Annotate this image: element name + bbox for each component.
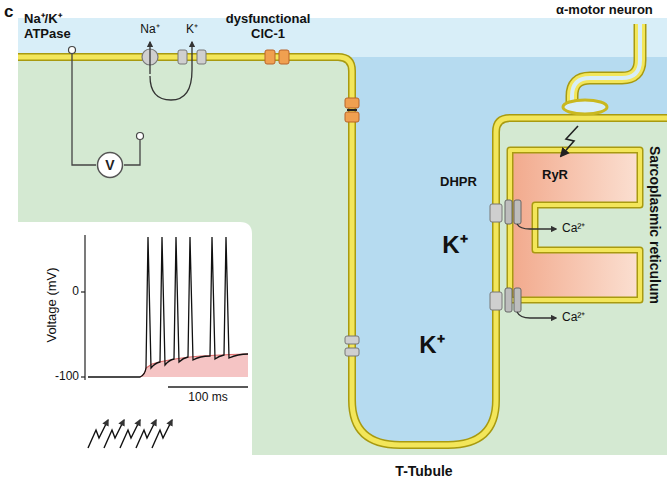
ion-label: K⁺	[186, 23, 198, 37]
ion-channel	[345, 336, 359, 356]
inset-panel	[0, 222, 252, 470]
stimulus-arrows	[120, 420, 140, 448]
clc1-channel	[345, 98, 359, 108]
ryr-channel	[514, 200, 521, 224]
stimulus-arrows	[88, 420, 172, 448]
voltage-trace	[88, 237, 248, 377]
scale-bar	[168, 386, 248, 387]
ion-label: K⁺	[419, 331, 444, 359]
ion-label: Ca²⁺	[562, 222, 585, 236]
sarcoplasmic-reticulum	[510, 150, 640, 300]
stimulus-arrows	[104, 420, 124, 448]
potassium-channel	[197, 50, 206, 64]
neuron-label: α-motor neuron	[556, 3, 653, 18]
clc1-channel	[265, 50, 359, 122]
extracellular-space	[18, 18, 667, 57]
motor-neuron	[563, 24, 640, 114]
sarcolemma-membrane	[18, 57, 667, 445]
meter-symbol: V	[105, 157, 114, 173]
clc1-channel	[279, 50, 289, 64]
channel-label: DHPR	[440, 175, 477, 190]
motor-neuron	[572, 24, 640, 102]
axis-title: Voltage (mV)	[45, 267, 60, 342]
sarcoplasmic-reticulum	[510, 150, 640, 300]
voltage-trace	[88, 237, 248, 377]
tick-label: 0	[72, 285, 79, 299]
ion-label: K⁺	[442, 231, 467, 259]
channel-label: dysfunctional ClC-1	[218, 12, 318, 42]
dhpr-channel	[490, 204, 502, 222]
scale-label: 100 ms	[188, 391, 227, 405]
clc1-channel	[265, 50, 275, 64]
voltmeter-outline	[98, 153, 123, 178]
plot-axis	[81, 291, 85, 292]
stimulus-arrows	[88, 420, 108, 448]
dhpr-channel	[490, 204, 502, 310]
motor-neuron	[572, 24, 640, 104]
plot-axis	[84, 235, 85, 380]
nerve-impulse-symbol	[561, 126, 578, 156]
voltmeter-wire	[69, 47, 144, 166]
ryr-channel	[505, 200, 512, 224]
calcium-release-arrow	[517, 312, 556, 318]
plot-axis	[81, 376, 85, 377]
nerve-impulse-symbol	[561, 126, 578, 156]
na-k-atpase-pump	[142, 42, 192, 100]
channel-label: RyR	[542, 168, 568, 183]
panel-letter: c	[4, 2, 13, 22]
scale-bar	[168, 387, 248, 388]
ion-channel	[345, 348, 359, 356]
tick-label: -100	[55, 370, 79, 384]
ryr-channel	[505, 288, 512, 312]
node-text-holder: V	[96, 151, 124, 179]
calcium-release-arrow	[517, 224, 556, 318]
sarcolemma-membrane	[18, 57, 667, 445]
motor-neuron	[563, 100, 607, 114]
clc1-channel	[345, 112, 359, 122]
sarcolemma-membrane	[18, 57, 667, 445]
stimulus-arrows	[136, 420, 156, 448]
na-k-atpase-pump	[150, 42, 192, 100]
ion-label: Na⁺	[140, 23, 159, 37]
ryr-channel	[514, 288, 521, 312]
pump-label: Na⁺/K⁺ ATPase	[24, 12, 94, 42]
structure-label: T-Tubule	[395, 463, 452, 479]
inset-panel	[0, 222, 252, 470]
ion-channel	[345, 336, 359, 344]
sarcoplasmic-reticulum	[510, 150, 640, 300]
plot-axis	[81, 235, 85, 380]
stimulus-arrows	[152, 420, 172, 448]
ryr-channel	[505, 200, 521, 312]
voltmeter-circle: V	[96, 151, 124, 179]
voltmeter-wire	[124, 140, 140, 165]
dhpr-channel	[490, 292, 502, 310]
na-k-atpase-pump	[149, 42, 150, 74]
voltmeter-wire	[69, 47, 76, 54]
potassium-channel	[178, 50, 206, 64]
calcium-release-arrow	[517, 224, 556, 229]
ion-label: Ca²⁺	[562, 311, 585, 325]
potassium-channel	[178, 50, 187, 64]
organelle-label: Sarcoplasmic reticulum	[647, 146, 663, 304]
voltmeter-wire	[137, 133, 144, 140]
motor-neuron	[572, 24, 640, 102]
voltmeter-wire	[72, 54, 96, 165]
clc1-channel	[347, 109, 357, 111]
